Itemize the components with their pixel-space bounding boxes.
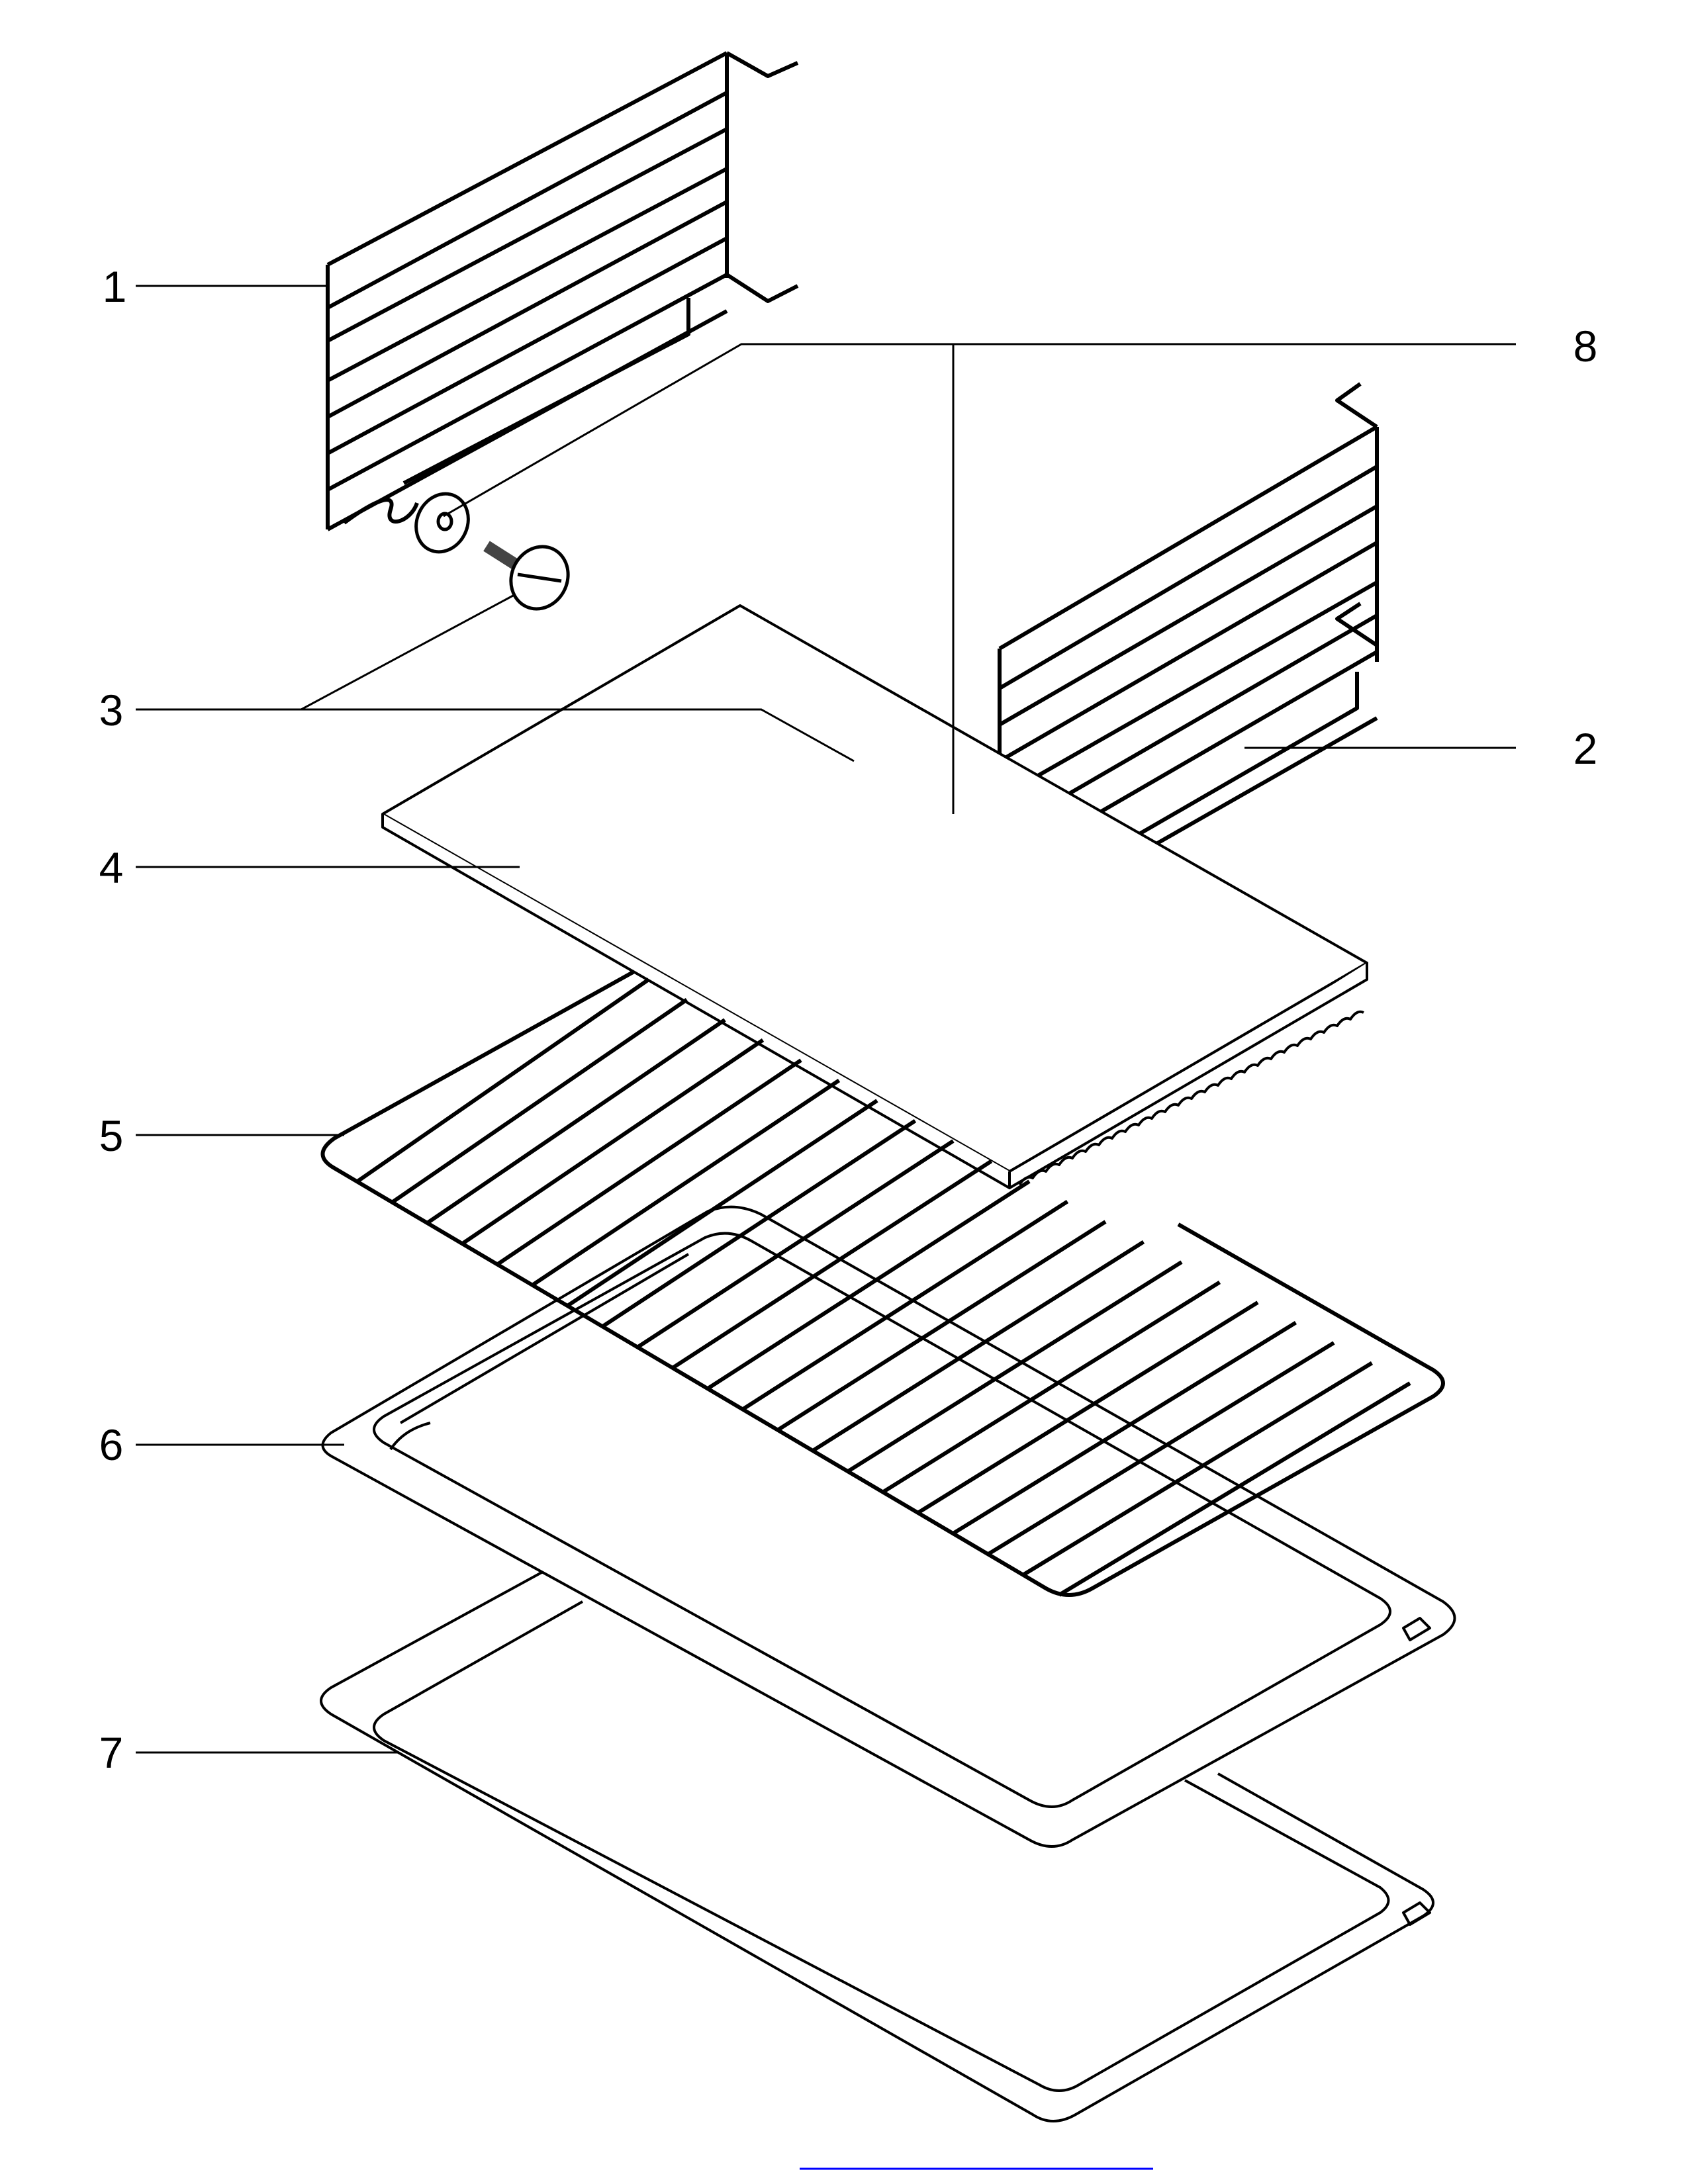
- leader-3-upper: [301, 594, 514, 711]
- wire-rack-bar: [461, 1038, 765, 1246]
- wire-rack-bar: [742, 1199, 1069, 1411]
- wire-rack-bar: [532, 1079, 841, 1287]
- wire-rack-bar: [356, 978, 650, 1183]
- leader-8: [443, 343, 1516, 518]
- wire-rack-bar: [391, 998, 688, 1204]
- wire-rack-bar: [496, 1058, 802, 1266]
- wire-rack-bar: [707, 1179, 1031, 1390]
- part-7-flat-tray: [320, 1570, 1434, 2122]
- wire-rack-bar: [777, 1220, 1107, 1432]
- wire-rack-bar: [426, 1018, 726, 1224]
- callout-8: 8: [1573, 322, 1598, 371]
- part-5-wire-rack: [320, 970, 1445, 1597]
- wire-rack-bar: [812, 1240, 1145, 1452]
- callout-3: 3: [99, 686, 124, 735]
- wire-rack-bar: [953, 1320, 1297, 1535]
- callout-5: 5: [99, 1111, 124, 1160]
- wire-rack-bar: [917, 1300, 1259, 1514]
- callout-7: 7: [99, 1728, 124, 1777]
- callout-2: 2: [1573, 724, 1598, 773]
- callout-4: 4: [99, 843, 124, 892]
- wire-rack-bar: [882, 1280, 1221, 1494]
- part-3-screw-upper: [483, 541, 570, 611]
- callout-1: 1: [102, 262, 127, 311]
- wire-rack-bar: [1023, 1361, 1374, 1576]
- callout-6: 6: [99, 1420, 124, 1469]
- part-1-left-side-rack: [326, 51, 799, 531]
- part-4-plate: [381, 604, 1368, 1189]
- leader-lines: [136, 285, 1516, 1754]
- wire-rack-bar: [637, 1139, 955, 1349]
- wire-rack-bar: [1058, 1381, 1411, 1597]
- wire-rack-bar: [567, 1099, 878, 1308]
- part-6-drip-tray: [321, 1205, 1456, 1848]
- wire-rack-bars: [356, 978, 1411, 1597]
- wire-rack-bar: [847, 1260, 1183, 1473]
- wire-rack-bar: [672, 1159, 993, 1369]
- leader-3: [136, 708, 855, 762]
- wire-rack-frame: [320, 970, 1445, 1597]
- wire-rack-bar: [602, 1118, 917, 1328]
- part-8-washer-left: [414, 492, 470, 554]
- wire-rack-bar: [988, 1341, 1335, 1556]
